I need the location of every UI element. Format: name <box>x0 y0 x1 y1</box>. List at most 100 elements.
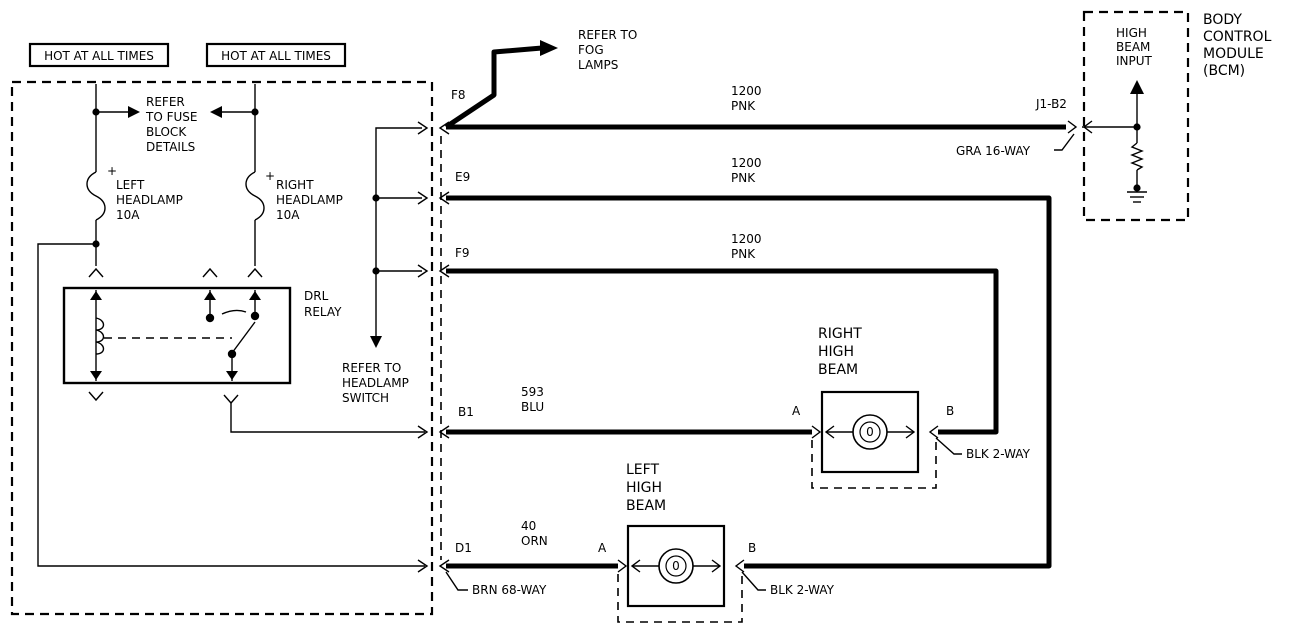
relay-contact-arrow-a <box>204 291 216 300</box>
connector-68way-chevrons <box>417 121 450 573</box>
right-fuse-plus: + <box>265 169 275 183</box>
terminal-f9: F9 <box>455 246 470 260</box>
fog-lamp-feed <box>444 45 543 130</box>
right-high-beam-title-1: RIGHT <box>818 326 862 342</box>
right-high-beam-bulb-symbol: 0 <box>866 425 874 439</box>
chevron-f9-out <box>438 264 450 278</box>
headlamp-switch-ref-1: REFER TO <box>342 361 401 375</box>
left-fuse-plus: + <box>107 164 117 178</box>
fuse-ref-line2: TO FUSE <box>145 110 197 124</box>
drl-relay-label-1: DRL <box>304 289 329 303</box>
connector-brn-leader <box>445 571 468 591</box>
right-beam-connector-leader <box>935 437 962 455</box>
hot-at-all-times-right: HOT AT ALL TIMES <box>221 49 331 63</box>
relay-coil-arrow-top <box>90 291 102 300</box>
relay-contact-a <box>205 313 215 323</box>
right-fuse-label-1: RIGHT <box>276 178 314 192</box>
bcm-connector-label: GRA 16-WAY <box>956 144 1031 158</box>
wire-4-color: BLU <box>521 400 544 414</box>
left-high-beam-pin-a: A <box>598 541 607 555</box>
relay-coil-arrow-bottom <box>90 371 102 380</box>
left-high-beam-title-2: HIGH <box>626 480 662 496</box>
wire-1-color: PNK <box>731 99 756 113</box>
right-high-beam-filament <box>859 421 881 443</box>
left-beam-pin-b-chevron-inner <box>711 559 722 573</box>
bcm-connector-leader <box>1054 133 1075 151</box>
wire-3-color: PNK <box>731 247 756 261</box>
relay-input-chevron-3 <box>247 267 263 278</box>
drl-relay-box <box>62 286 292 385</box>
chevron-b1-in <box>417 425 429 439</box>
right-beam-connector-outline <box>811 440 937 489</box>
relay-to-b1-wire <box>230 403 425 433</box>
right-fuse-label-3: 10A <box>276 208 300 222</box>
bcm-pullup-resistor <box>1130 142 1144 171</box>
switch-junction-e9 <box>372 194 380 202</box>
bcm-input-2: BEAM <box>1116 40 1150 54</box>
relay-input-chevron-1 <box>88 267 104 278</box>
relay-output-chevron-2 <box>223 394 239 405</box>
right-high-beam-pin-a: A <box>792 404 801 418</box>
bcm-ground-junction <box>1133 184 1141 192</box>
bcm-input-3: INPUT <box>1116 54 1153 68</box>
relay-coil-symbol <box>95 317 105 355</box>
chevron-e9-in <box>417 191 429 205</box>
left-fuse-label-1: LEFT <box>116 178 145 192</box>
hot-at-all-times-left: HOT AT ALL TIMES <box>44 49 154 63</box>
left-high-beam-bulb-symbol: 0 <box>672 559 680 573</box>
bcm-title-4: (BCM) <box>1203 63 1245 79</box>
terminal-d1: D1 <box>455 541 472 555</box>
left-fuse-to-d1-wire <box>37 243 425 567</box>
hot-at-all-times-box-left <box>28 42 170 68</box>
hot-at-all-times-box-right <box>205 42 347 68</box>
terminal-f8: F8 <box>451 88 466 102</box>
left-high-beam-connector: BLK 2-WAY <box>770 583 835 597</box>
left-high-beam-pin-b: B <box>748 541 756 555</box>
chevron-e9-out <box>438 191 450 205</box>
fuse-ref-line1: REFER <box>146 95 185 109</box>
bcm-chevron-in <box>1067 120 1078 134</box>
wire-5-circuit: 40 <box>521 519 536 533</box>
left-fuse-label-3: 10A <box>116 208 140 222</box>
right-headlamp-fuse-symbol <box>245 171 265 221</box>
right-beam-pin-b-chevron-outer <box>928 425 939 439</box>
bcm-pin-label: J1-B2 <box>1035 97 1067 111</box>
wire-e9-to-left-beam-b <box>446 195 1052 569</box>
bcm-input-arrow <box>1130 80 1144 94</box>
wire-f9-to-right-beam-b <box>446 268 999 435</box>
headlamp-switch-ref-2: HEADLAMP <box>342 376 409 390</box>
wire-3-circuit: 1200 <box>731 232 762 246</box>
left-beam-pin-b-chevron-outer <box>734 559 745 573</box>
left-high-beam-title-3: BEAM <box>626 498 666 514</box>
left-fuse-label-2: HEADLAMP <box>116 193 183 207</box>
left-beam-pin-a-chevron-outer <box>617 559 628 573</box>
fuse-relay-center-outline <box>10 80 434 616</box>
right-high-beam-title-2: HIGH <box>818 344 854 360</box>
bcm-chevron-out <box>1082 120 1093 134</box>
wire-1-circuit: 1200 <box>731 84 762 98</box>
left-beam-pin-a-chevron-inner <box>630 559 641 573</box>
bcm-title-3: MODULE <box>1203 46 1264 62</box>
headlamp-switch-ref-3: SWITCH <box>342 391 389 405</box>
fog-ref-1: REFER TO <box>578 28 637 42</box>
terminal-e9: E9 <box>455 170 470 184</box>
chevron-f8-in <box>417 121 429 135</box>
fuse-ref-arrowhead-right <box>210 106 222 118</box>
relay-output-arrow <box>226 371 238 380</box>
fuse-ref-line4: DETAILS <box>146 140 195 154</box>
left-connector-label: BRN 68-WAY <box>472 583 547 597</box>
left-high-beam-lamp-box <box>626 524 726 608</box>
left-headlamp-fuse-symbol <box>86 171 106 221</box>
right-high-beam-lamp-box <box>820 390 920 474</box>
right-high-beam-pin-b: B <box>946 404 954 418</box>
left-beam-connector-leader <box>741 571 766 591</box>
relay-switch-pivot <box>227 349 237 359</box>
left-high-beam-title-1: LEFT <box>626 462 659 478</box>
fuse-ref-line3: BLOCK <box>146 125 187 139</box>
fuse-ref-arrowhead-left <box>128 106 140 118</box>
chevron-b1-out <box>438 425 450 439</box>
chevron-d1-in <box>417 559 429 573</box>
relay-input-chevron-2 <box>202 267 218 278</box>
right-high-beam-title-3: BEAM <box>818 362 858 378</box>
